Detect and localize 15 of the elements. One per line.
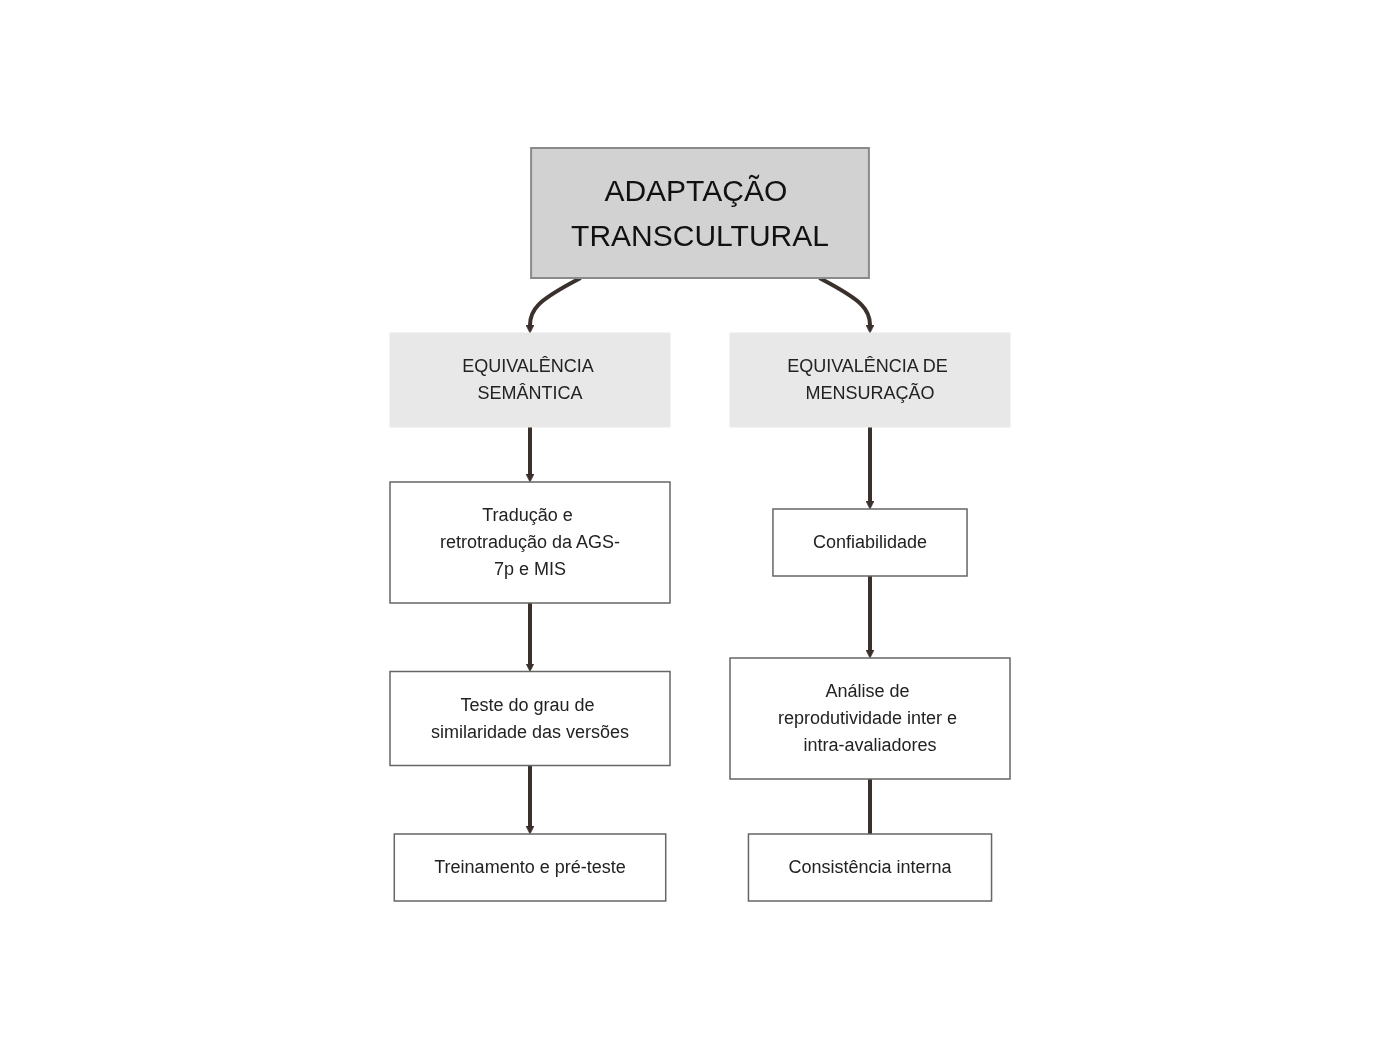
node-box: Consistência interna xyxy=(747,832,993,902)
node-box: EQUIVALÊNCIA SEMÂNTICA xyxy=(389,332,671,427)
arrow xyxy=(525,602,535,672)
arrow xyxy=(865,426,875,509)
node-box: Confiabilidade xyxy=(772,507,968,577)
node-box: EQUIVALÊNCIA DE MENSURAÇÃO xyxy=(729,332,1011,427)
node-box: Teste do grau de similaridade das versões xyxy=(389,670,671,766)
node-box: Análise de reprodutividade inter e intra-avaliadores xyxy=(729,656,1011,780)
arrow xyxy=(525,426,535,482)
connector xyxy=(868,778,872,834)
node-box: Treinamento e pré-teste xyxy=(393,832,667,902)
arrow xyxy=(525,765,535,834)
arrow xyxy=(865,575,875,658)
node-box: Tradução e retrotradução da AGS-7p e MIS xyxy=(389,480,671,604)
node-box: ADAPTAÇÃO TRANSCULTURAL xyxy=(530,146,870,279)
